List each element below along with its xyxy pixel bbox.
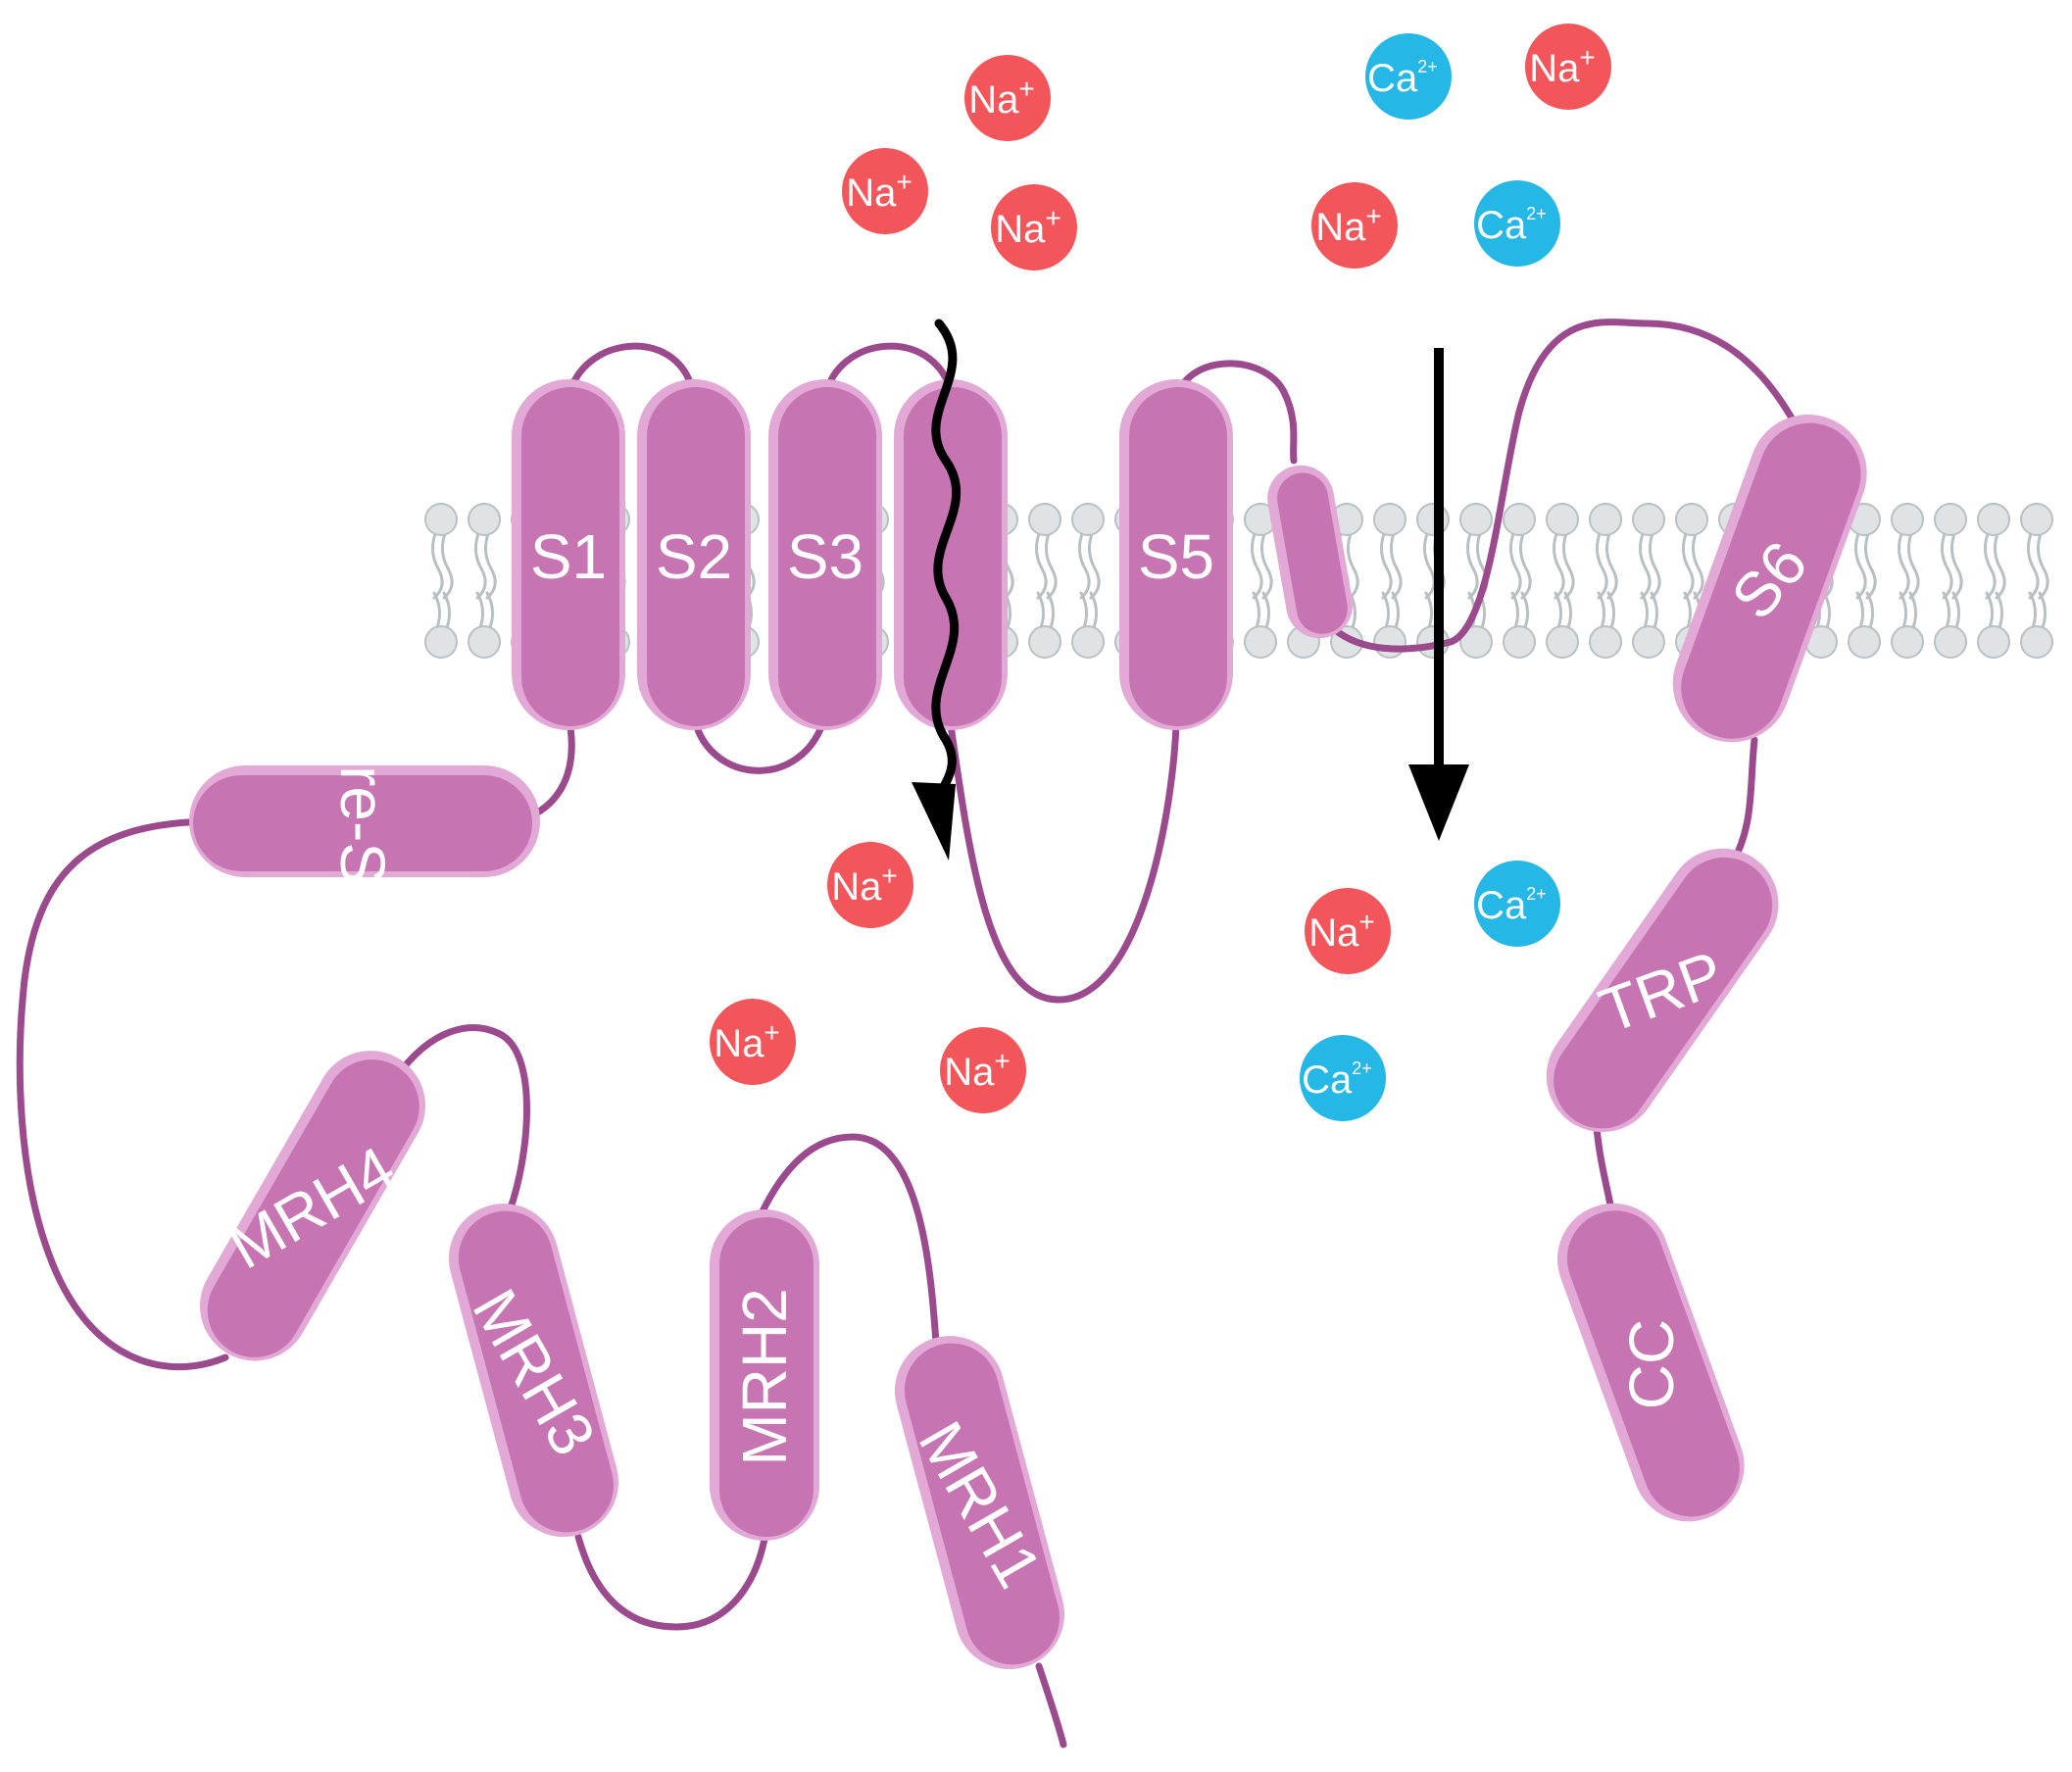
svg-text:Na+: Na+ <box>1308 907 1375 956</box>
loop-pore-s6 <box>1319 319 1798 653</box>
helix-mrh2-label: MRH2 <box>729 1288 800 1465</box>
svg-text:Na+: Na+ <box>1315 201 1382 250</box>
lipid-molecule <box>1546 503 1579 659</box>
svg-text:Ca2+: Ca2+ <box>1476 884 1547 927</box>
helix-s5: S5 <box>1119 379 1233 730</box>
sodium-ion: Na+ <box>1311 182 1398 269</box>
sodium-ion: Na+ <box>1305 888 1391 974</box>
helix-s1-label: S1 <box>530 521 607 592</box>
sodium-ion: Na+ <box>710 999 796 1085</box>
ion-flow-arrows <box>912 319 1469 861</box>
svg-text:Na+: Na+ <box>944 1046 1011 1095</box>
helix-s1: S1 <box>512 379 625 730</box>
sodium-ion: Na+ <box>827 842 913 928</box>
svg-text:Na+: Na+ <box>1529 42 1596 91</box>
svg-text:Na+: Na+ <box>968 74 1035 123</box>
sodium-wavy-arrow-shaft <box>931 319 962 818</box>
helix-s4 <box>894 379 1008 730</box>
lipid-molecule <box>1071 503 1105 659</box>
helix-s3: S3 <box>768 379 882 730</box>
lipid-molecule <box>424 503 458 659</box>
calcium-ion: Ca2+ <box>1474 861 1560 947</box>
lipid-molecule <box>468 503 501 659</box>
loop-s2-s3 <box>690 712 829 774</box>
helix-pre-s1: Pre-S1 <box>189 723 540 919</box>
sodium-ion: Na+ <box>964 55 1051 141</box>
lipid-molecule <box>1977 503 2010 659</box>
lipid-molecule <box>1028 503 1061 659</box>
helix-mrh3: MRH3 <box>448 1204 619 1538</box>
svg-text:Ca2+: Ca2+ <box>1302 1058 1372 1102</box>
helix-s2-label: S2 <box>656 521 732 592</box>
calcium-straight-arrowhead <box>1408 764 1469 841</box>
helix-s5-label: S5 <box>1138 521 1214 592</box>
loop-s4-s5 <box>947 712 1180 1004</box>
helix-mrh2: MRH2 <box>710 1209 819 1541</box>
lipid-molecule <box>1589 503 1622 659</box>
svg-text:Ca2+: Ca2+ <box>1367 57 1438 100</box>
helix-s6: S6 <box>1672 414 1867 743</box>
helix-pre-s1-label: Pre-S1 <box>327 723 398 918</box>
pore-helix <box>1267 465 1354 639</box>
sodium-ion: Na+ <box>842 148 928 234</box>
loop-mrh3-mrh2 <box>574 1533 768 1631</box>
lipid-molecule <box>1503 503 1536 659</box>
lipid-molecule <box>1416 503 1450 659</box>
sodium-wavy-arrowhead <box>912 782 956 861</box>
svg-text:Na+: Na+ <box>714 1017 780 1066</box>
helix-trp: TRP <box>1546 848 1779 1133</box>
svg-text:Ca2+: Ca2+ <box>1476 204 1547 247</box>
calcium-ion: Ca2+ <box>1300 1035 1386 1121</box>
helix-s3-label: S3 <box>787 521 863 592</box>
helix-s2: S2 <box>637 379 751 730</box>
helix-cc-label: CC <box>1616 1319 1687 1409</box>
connecting-loops <box>16 319 1798 1748</box>
helix-cc: CC <box>1557 1203 1745 1522</box>
calcium-ion: Ca2+ <box>1474 180 1560 267</box>
svg-text:Na+: Na+ <box>846 167 913 216</box>
calcium-ion: Ca2+ <box>1365 33 1452 120</box>
helix-mrh4: MRH4 <box>200 1051 425 1361</box>
loop-pres1-mrh4 <box>16 817 229 1371</box>
lipid-molecule <box>1891 503 1924 659</box>
svg-text:Na+: Na+ <box>831 861 898 910</box>
sodium-ion: Na+ <box>940 1027 1026 1113</box>
loop-s1-s2 <box>565 342 698 404</box>
helix-mrh1: MRH1 <box>894 1336 1065 1670</box>
svg-text:Na+: Na+ <box>995 203 1061 252</box>
loop-s6-trp <box>1729 736 1758 866</box>
loop-s3-s4 <box>821 342 957 404</box>
c-terminal-tail <box>1035 1662 1067 1748</box>
sodium-ion: Na+ <box>1525 24 1611 110</box>
lipid-molecule <box>1632 503 1665 659</box>
loop-s5-pore <box>1172 360 1298 465</box>
lipid-molecule <box>1848 503 1881 659</box>
sodium-ion: Na+ <box>991 184 1077 271</box>
lipid-molecule <box>1934 503 1967 659</box>
lipid-molecule <box>1244 503 1277 659</box>
loop-mrh4-mrh3 <box>393 1024 530 1214</box>
loop-mrh2-mrh1 <box>757 1133 940 1347</box>
lipid-molecule <box>1373 503 1406 659</box>
lipid-molecule <box>2020 503 2053 659</box>
ions: Na+ Na+ Na+ Ca2+ Na+ Na+ Ca2+ Na+ Na+ Na+ Na+ Ca2+ C… <box>710 24 1611 1121</box>
